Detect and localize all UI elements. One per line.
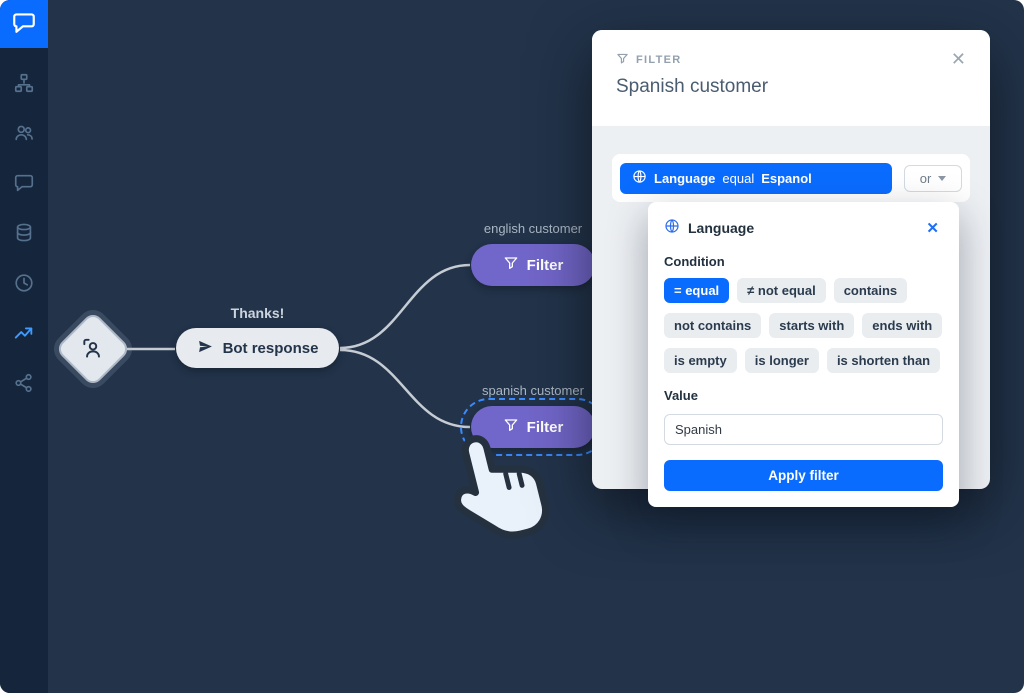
condition-chips: = equal ≠ not equal contains not contain…	[664, 278, 943, 373]
chats-icon[interactable]	[0, 172, 48, 194]
funnel-icon	[616, 52, 629, 68]
filter-node-spanish[interactable]: Filter	[471, 406, 595, 448]
filter-value-input[interactable]	[664, 414, 943, 445]
filter-node-label: Filter	[526, 418, 564, 436]
data-icon[interactable]	[0, 222, 48, 244]
condition-chip[interactable]: contains	[833, 278, 908, 303]
rule-operator: equal	[722, 170, 755, 186]
condition-chip[interactable]: = equal	[664, 278, 730, 303]
attribute-editor-popover: Language ✕ Condition = equal ≠ not equal…	[648, 202, 959, 507]
rule-value: Espanol	[761, 170, 812, 186]
funnel-icon	[503, 417, 519, 437]
condition-chip[interactable]: not contains	[664, 313, 762, 338]
popover-header: Language ✕	[664, 217, 943, 239]
popover-title: Language	[688, 220, 755, 236]
filter-rule-row: Language equal Espanol or	[612, 154, 970, 202]
condition-section-label: Condition	[664, 254, 725, 269]
condition-chip[interactable]: ≠ not equal	[737, 278, 826, 303]
filter-rule-chip[interactable]: Language equal Espanol	[620, 162, 892, 194]
bot-message-preview: Thanks!	[230, 305, 285, 321]
chevron-down-icon	[938, 175, 947, 181]
close-icon[interactable]: ✕	[950, 49, 966, 69]
condition-chip[interactable]: starts with	[769, 313, 855, 338]
branch-label-english: english customer	[483, 221, 583, 236]
filter-node-label: Filter	[526, 256, 564, 274]
or-operator-dropdown[interactable]: or	[904, 164, 962, 192]
history-icon[interactable]	[0, 272, 48, 294]
user-chat-icon	[80, 336, 106, 362]
filter-node-english[interactable]: Filter	[471, 244, 595, 286]
rule-field: Language	[654, 170, 716, 186]
modal-title: Spanish customer	[616, 76, 769, 97]
user-interaction-node[interactable]	[54, 310, 132, 388]
bot-response-node[interactable]: Bot response	[176, 328, 339, 368]
app-logo[interactable]	[0, 0, 48, 48]
audience-icon[interactable]	[0, 122, 48, 144]
globe-icon	[632, 169, 647, 187]
or-label: or	[919, 170, 932, 186]
condition-chip[interactable]: is empty	[664, 348, 737, 373]
sidebar-nav	[0, 48, 48, 394]
funnel-icon	[503, 255, 519, 275]
modal-kicker-label: FILTER	[636, 54, 682, 66]
chat-logo-icon	[11, 9, 37, 40]
value-section-label: Value	[664, 388, 698, 403]
filter-modal-header: FILTER Spanish customer ✕	[592, 30, 990, 126]
condition-chip[interactable]: is shorten than	[826, 348, 941, 373]
modal-kicker: FILTER	[616, 52, 966, 68]
globe-icon	[664, 218, 680, 239]
branch-label-spanish: spanish customer	[482, 383, 584, 398]
apply-filter-button[interactable]: Apply filter	[664, 460, 943, 491]
condition-chip[interactable]: ends with	[862, 313, 943, 338]
integrations-icon[interactable]	[0, 372, 48, 394]
condition-chip[interactable]: is longer	[744, 348, 819, 373]
close-icon[interactable]: ✕	[926, 220, 939, 237]
team-structure-icon[interactable]	[0, 72, 48, 94]
sidebar	[0, 0, 48, 693]
reports-icon[interactable]	[0, 322, 48, 344]
send-icon	[197, 338, 214, 359]
bot-response-label: Bot response	[222, 339, 319, 357]
